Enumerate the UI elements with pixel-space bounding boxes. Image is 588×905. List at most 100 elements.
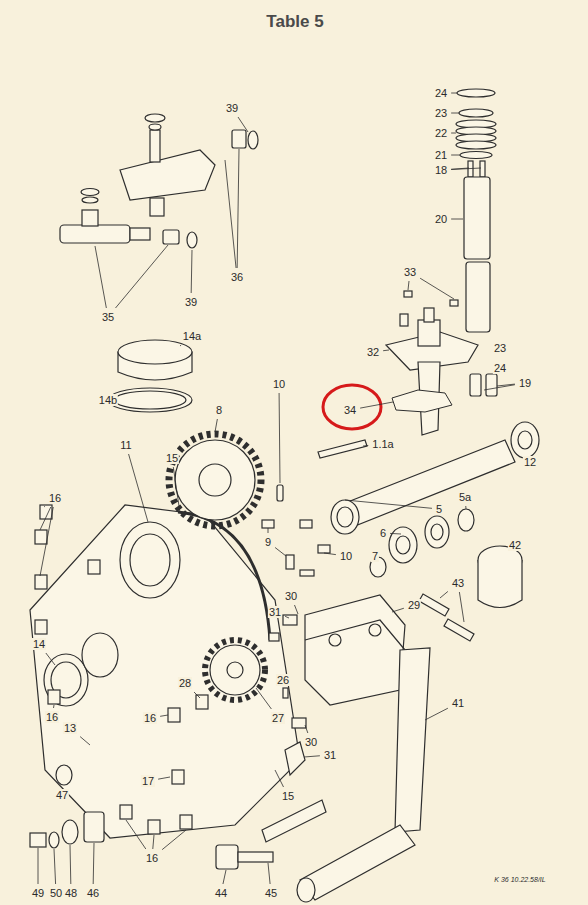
leader-line <box>191 250 193 293</box>
housing-cover-part <box>82 633 118 677</box>
pins-bolts-part <box>172 770 184 784</box>
pins-bolts-part <box>35 620 47 634</box>
callout-number: 47 <box>55 789 69 801</box>
pump-column-part <box>457 89 495 97</box>
pins-bolts-part <box>300 570 314 576</box>
pins-bolts-part <box>196 695 208 709</box>
pump-column-part <box>400 314 408 326</box>
callout-number: 29 <box>407 599 421 611</box>
pins-bolts-part <box>300 520 312 528</box>
pump-column-part <box>486 374 497 396</box>
pins-bolts-part <box>262 520 274 528</box>
leader-line <box>360 402 393 408</box>
pump-column-part <box>456 141 496 149</box>
callout-number: 14b <box>98 394 118 406</box>
callout-number: 41 <box>451 697 465 709</box>
highlight-circle <box>323 385 381 429</box>
callout-number: 31 <box>323 749 337 761</box>
pump-column-part <box>418 320 440 346</box>
leader-line <box>173 467 180 513</box>
leader-line <box>180 345 181 346</box>
callout-number: 46 <box>86 887 100 899</box>
callout-number: 26 <box>276 674 290 686</box>
fittings-part <box>262 800 326 842</box>
leader-line <box>451 133 456 134</box>
valve-assembly-part <box>232 130 246 148</box>
callout-number: 44 <box>214 887 228 899</box>
leader-line <box>285 616 289 618</box>
housing-cover-part <box>130 534 170 586</box>
leader-line <box>268 528 269 533</box>
pump-column-part <box>404 291 412 297</box>
gear-part <box>205 640 265 700</box>
pins-bolts-part <box>35 530 47 544</box>
leader-line <box>237 149 239 268</box>
callout-number: 12 <box>523 456 537 468</box>
pump-column-part <box>460 152 492 159</box>
callout-number: 17 <box>141 775 155 787</box>
valve-assembly-part <box>150 198 164 216</box>
pins-bolts-part <box>292 718 306 728</box>
leader-line <box>93 843 95 884</box>
leader-line <box>153 835 154 849</box>
valve-assembly-part <box>248 131 258 149</box>
fittings-part <box>30 833 46 847</box>
leader-line <box>324 553 336 555</box>
camshaft-part <box>337 507 353 527</box>
leader-line <box>54 849 56 884</box>
valve-assembly-part <box>145 114 165 122</box>
cap <box>108 340 192 412</box>
camshaft-part <box>425 516 449 548</box>
pump-column <box>386 89 497 435</box>
housing-cover-part <box>120 522 180 598</box>
camshaft-part <box>458 509 474 531</box>
callout-number: 16 <box>45 711 59 723</box>
oil-pump <box>305 595 405 705</box>
drawing-code: K 36 10.22.58/IL <box>493 876 546 884</box>
callout-number: 5 <box>435 503 443 515</box>
valve-assembly <box>60 114 258 248</box>
callout-number: 34 <box>343 404 357 416</box>
leader-line <box>238 117 248 132</box>
coupling-part <box>478 560 522 608</box>
pump-column-part <box>459 109 493 117</box>
pins-bolts-part <box>285 742 305 775</box>
leader-line <box>275 770 284 787</box>
leader-line <box>162 830 186 850</box>
callout-number: 16 <box>143 712 157 724</box>
pins-bolts-part <box>283 615 297 625</box>
oil-pump-part <box>305 620 405 650</box>
valve-assembly-part <box>82 197 98 203</box>
leader-line <box>305 725 308 733</box>
crank-handle-part <box>297 878 315 902</box>
leader-line <box>215 419 217 432</box>
pins-bolts-part <box>269 633 279 641</box>
callout-number: 16 <box>48 492 62 504</box>
gear-part <box>227 662 243 678</box>
fittings-part <box>62 820 78 844</box>
valve-assembly-part <box>163 230 179 244</box>
callout-number: 8 <box>215 404 223 416</box>
callout-number: 22 <box>434 127 448 139</box>
pump-column-part <box>424 308 434 322</box>
leader-line <box>194 692 200 698</box>
callout-number: 7 <box>371 550 379 562</box>
leader-line <box>459 592 464 622</box>
fittings-part <box>49 832 59 848</box>
pins-bolts-part <box>120 805 132 819</box>
camshaft-part <box>396 536 410 554</box>
pump-column-part <box>466 262 490 332</box>
leader-line <box>116 245 169 308</box>
valve-assembly-part <box>82 210 98 226</box>
valve-assembly-part <box>150 130 160 162</box>
fittings-part <box>56 765 72 785</box>
leader-line <box>279 393 281 483</box>
leader-line <box>451 168 481 169</box>
coupling-part <box>444 619 474 641</box>
callout-number: 18 <box>434 164 448 176</box>
callout-number: 30 <box>284 590 298 602</box>
callout-number: 10 <box>339 550 353 562</box>
leader-line <box>383 350 389 352</box>
camshaft-part <box>331 500 359 534</box>
